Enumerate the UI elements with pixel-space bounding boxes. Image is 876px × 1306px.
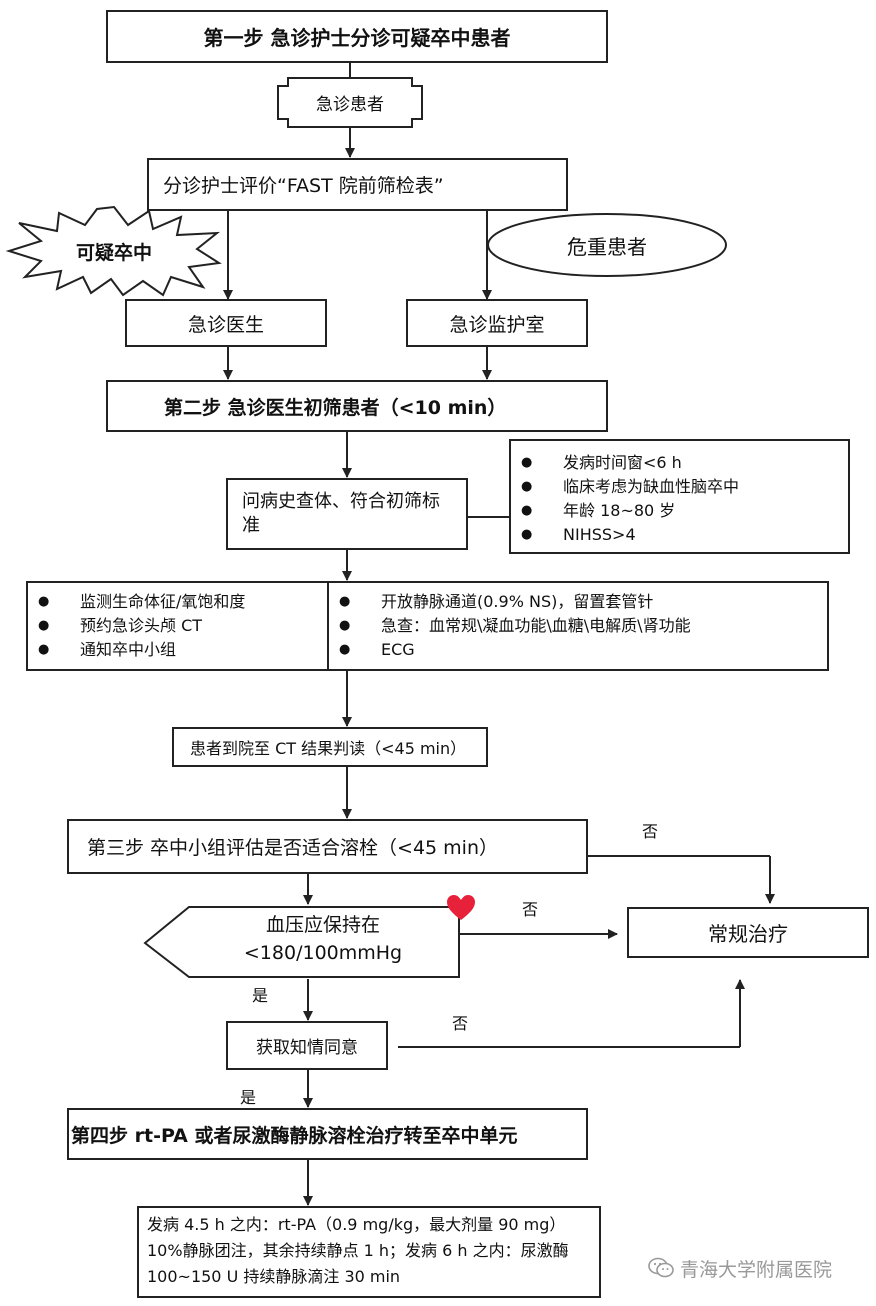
left-task-item: 通知卒中小组 [28,638,327,662]
right-task-item: 开放静脉通道(0.9% NS)，留置套管针 [329,590,827,614]
dosing-label: 发病 4.5 h 之内：rt-PA（0.9 mg/kg，最大剂量 90 mg）1… [147,1215,569,1286]
wechat-icon [648,1257,674,1279]
bp-node: 血压应保持在<180/100mmHg [143,905,463,979]
routine-box: 常规治疗 [627,907,869,958]
yes-label: 是 [252,986,269,1005]
consent-label: 获取知情同意 [256,1038,358,1058]
criteria-item: NIHSS>4 [511,523,848,547]
no-label: 否 [452,1014,469,1033]
starburst-shape [5,205,222,297]
er-patient-label: 急诊患者 [316,95,384,115]
no-label: 否 [642,822,659,841]
icu-room-label: 急诊监护室 [449,313,545,336]
right-tasks-box: 开放静脉通道(0.9% NS)，留置套管针 急查：血常规\凝血功能\血糖\电解质… [327,581,829,671]
right-task-item: ECG [329,638,827,662]
ct-box: 患者到院至 CT 结果判读（<45 min） [172,727,488,767]
right-task-item: 急查：血常规\凝血功能\血糖\电解质\肾功能 [329,614,827,638]
suspect-stroke-node: 可疑卒中 [5,205,223,297]
critical-node: 危重患者 [486,212,728,278]
step4-box: 第四步 rt-PA 或者尿激酶静脉溶栓治疗转至卒中单元 [67,1108,588,1160]
history-box: 问病史查体、符合初筛标准 [226,478,468,550]
left-task-item: 监测生命体征/氧饱和度 [28,590,327,614]
er-patient-node: 急诊患者 [277,77,423,128]
no-label: 否 [522,900,539,919]
left-task-item: 预约急诊头颅 CT [28,614,327,638]
routine-label: 常规治疗 [708,922,788,946]
er-doctor-label: 急诊医生 [187,313,264,336]
step4-label: 第四步 rt-PA 或者尿激酶静脉溶栓治疗转至卒中单元 [71,1124,518,1147]
step3-label: 第三步 卒中小组评估是否适合溶栓（<45 min） [87,837,499,859]
step2-label: 第二步 急诊医生初筛患者（<10 min） [164,396,507,419]
consent-box: 获取知情同意 [226,1021,388,1070]
step2-box: 第二步 急诊医生初筛患者（<10 min） [106,380,608,432]
criteria-box: 发病时间窗<6 h 临床考虑为缺血性脑卒中 年龄 18~80 岁 NIHSS>4 [509,439,850,554]
yes-label: 是 [240,1088,257,1107]
dosing-box: 发病 4.5 h 之内：rt-PA（0.9 mg/kg，最大剂量 90 mg）1… [137,1206,601,1298]
step1-box: 第一步 急诊护士分诊可疑卒中患者 [106,10,608,63]
ellipse-shape [487,213,727,277]
history-label: 问病史查体、符合初筛标准 [242,491,440,536]
watermark-label: 青海大学附属医院 [680,1258,833,1281]
ct-label: 患者到院至 CT 结果判读（<45 min） [190,739,467,758]
bp-label: 血压应保持在<180/100mmHg [243,914,403,964]
icu-room-box: 急诊监护室 [406,299,588,347]
fast-box: 分诊护士评价“FAST 院前筛检表” [147,158,568,211]
er-patient-shape [277,77,423,128]
suspect-stroke-label: 可疑卒中 [75,241,152,264]
criteria-item: 临床考虑为缺血性脑卒中 [511,475,848,499]
criteria-item: 发病时间窗<6 h [511,451,848,475]
heart-icon [446,894,476,922]
watermark: 青海大学附属医院 [648,1254,832,1282]
step1-label: 第一步 急诊护士分诊可疑卒中患者 [203,26,511,50]
fast-label: 分诊护士评价“FAST 院前筛检表” [163,175,444,197]
er-doctor-box: 急诊医生 [125,299,327,347]
left-tasks-box: 监测生命体征/氧饱和度 预约急诊头颅 CT 通知卒中小组 [26,581,329,671]
bp-shape [143,906,460,978]
step3-box: 第三步 卒中小组评估是否适合溶栓（<45 min） [67,819,588,874]
critical-label: 危重患者 [567,234,647,259]
criteria-item: 年龄 18~80 岁 [511,499,848,523]
